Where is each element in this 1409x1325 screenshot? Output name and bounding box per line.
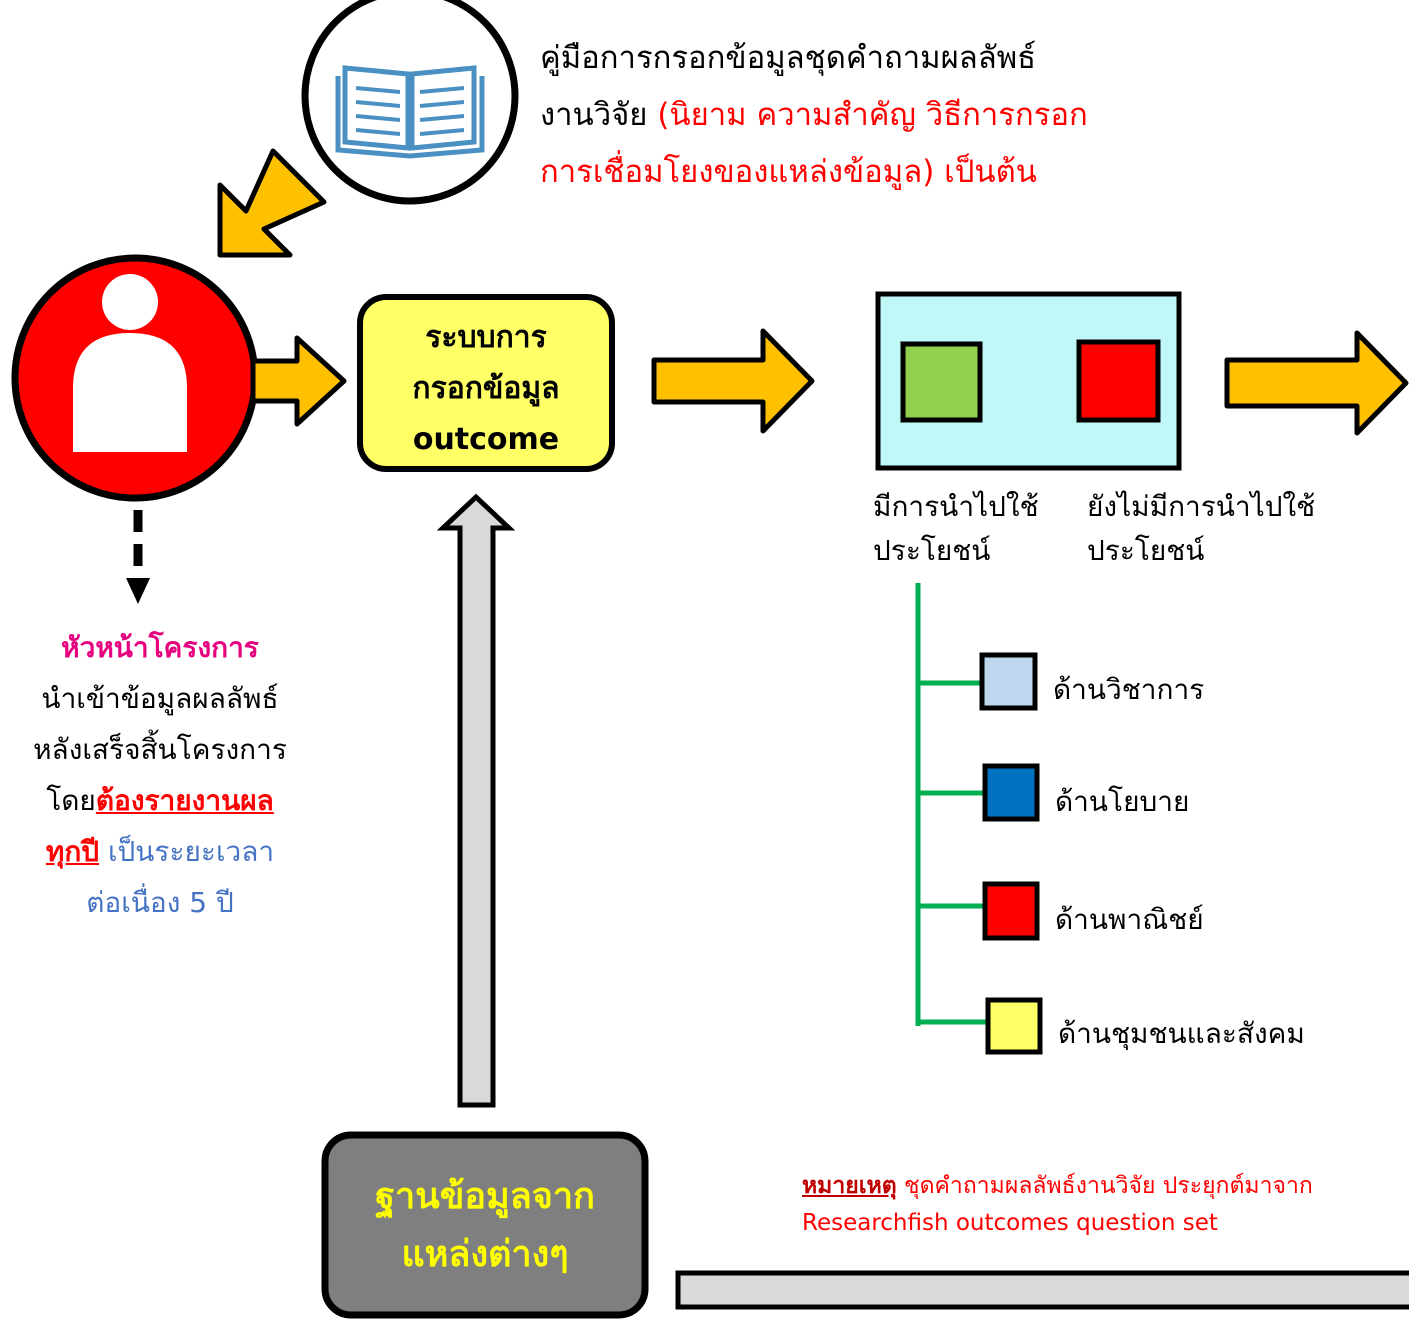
category-label-commercial: ด้านพาณิชย์ xyxy=(1055,903,1204,936)
database-box-label: ฐานข้อมูลจาก แหล่งต่างๆ xyxy=(325,1168,645,1284)
status-used-label: มีการนำไปใช้ ประโยชน์ xyxy=(873,485,1039,573)
leader-line-3-prefix: โดย xyxy=(46,784,96,817)
manual-line-1: คู่มือการกรอกข้อมูลชุดคำถามผลลัพธ์ xyxy=(540,40,1037,76)
manual-line-3: การเชื่อมโยงของแหล่งข้อมูล) เป็นต้น xyxy=(540,154,1037,190)
panel-to-next-arrow xyxy=(1224,330,1409,436)
manual-to-user-arrow xyxy=(217,148,327,258)
user-down-dashed-arrow xyxy=(126,510,150,604)
category-square-community xyxy=(985,997,1043,1055)
system-label-line-1: ระบบการ xyxy=(425,320,547,355)
manual-description: คู่มือการกรอกข้อมูลชุดคำถามผลลัพธ์ งานวิ… xyxy=(540,30,1088,201)
status-not-used-line-1: ยังไม่มีการนำไปใช้ xyxy=(1087,490,1316,523)
manual-icon-group xyxy=(301,0,519,205)
category-square-commercial xyxy=(982,881,1040,941)
leader-line-2: หลังเสร็จสิ้นโครงการ xyxy=(33,733,287,766)
footnote-line-2: Researchfish outcomes question set xyxy=(802,1210,1218,1236)
status-not-used-label: ยังไม่มีการนำไปใช้ ประโยชน์ xyxy=(1087,485,1315,573)
bottom-bar xyxy=(675,1270,1409,1310)
system-box-label: ระบบการ กรอกข้อมูล outcome xyxy=(362,312,610,465)
database-to-system-arrow xyxy=(436,493,516,1108)
used-square xyxy=(900,341,983,423)
status-used-line-2: ประโยชน์ xyxy=(873,534,991,567)
leader-line-3: โดยต้องรายงานผล xyxy=(15,775,305,826)
manual-line-2-black: งานวิจัย xyxy=(540,97,658,133)
footnote-line-1: หมายเหตุ ชุดคำถามผลลัพธ์งานวิจัย ประยุกต… xyxy=(802,1168,1313,1205)
database-label-line-1: ฐานข้อมูลจาก xyxy=(375,1176,595,1217)
category-label-academic: ด้านวิชาการ xyxy=(1053,673,1205,706)
category-square-policy xyxy=(982,763,1040,822)
leader-line-3-emph: ต้องรายงานผล xyxy=(95,784,274,817)
not-used-square xyxy=(1076,339,1161,423)
leader-description: หัวหน้าโครงการ นำเข้าข้อมูลผลลัพธ์ หลังเ… xyxy=(15,622,305,928)
user-to-system-arrow xyxy=(250,335,347,427)
system-label-line-3: outcome xyxy=(412,422,560,457)
leader-line-4-rest: เป็นระยะเวลา xyxy=(99,835,275,868)
leader-line-5: ต่อเนื่อง 5 ปี xyxy=(86,886,234,919)
footnote-label: หมายเหตุ xyxy=(802,1173,897,1199)
category-square-academic xyxy=(979,652,1038,711)
manual-line-2: งานวิจัย (นิยาม ความสำคัญ วิธีการกรอก xyxy=(540,87,1088,144)
leader-line-4: ทุกปี เป็นระยะเวลา xyxy=(15,826,305,877)
category-branch-lines xyxy=(915,583,988,1026)
footnote: หมายเหตุ ชุดคำถามผลลัพธ์งานวิจัย ประยุกต… xyxy=(802,1168,1313,1242)
leader-title: หัวหน้าโครงการ xyxy=(61,631,259,664)
book-icon xyxy=(335,65,485,159)
category-label-policy: ด้านโยบาย xyxy=(1055,785,1190,818)
database-box xyxy=(321,1131,649,1319)
user-icon xyxy=(11,254,259,502)
leader-line-4-emph: ทุกปี xyxy=(45,835,100,868)
database-label-line-2: แหล่งต่างๆ xyxy=(401,1234,569,1275)
leader-line-1: นำเข้าข้อมูลผลลัพธ์ xyxy=(41,682,279,715)
manual-line-2-red: (นิยาม ความสำคัญ วิธีการกรอก xyxy=(657,97,1088,133)
system-box xyxy=(357,294,615,472)
system-label-line-2: กรอกข้อมูล xyxy=(412,371,560,406)
system-to-panel-arrow xyxy=(651,328,815,434)
status-used-line-1: มีการนำไปใช้ xyxy=(873,490,1039,523)
category-label-community: ด้านชุมชนและสังคม xyxy=(1058,1017,1305,1050)
status-not-used-line-2: ประโยชน์ xyxy=(1087,534,1205,567)
footnote-text-1: ชุดคำถามผลลัพธ์งานวิจัย ประยุกต์มาจาก xyxy=(896,1173,1313,1199)
